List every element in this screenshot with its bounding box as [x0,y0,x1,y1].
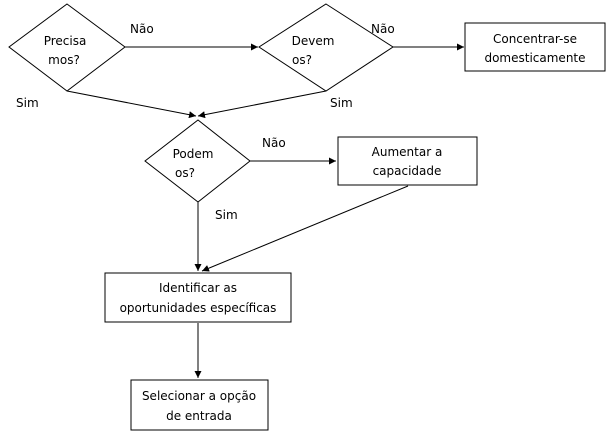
box-selecionar-opcao-entrada: Selecionar a opção de entrada [130,379,269,431]
edge-d2-to-d3 [197,90,327,119]
box-identificar-line1: Identificar as [159,281,237,295]
decision-devemos-line1: Devem [292,34,335,48]
decision-podemos-line1: Podem [173,147,214,161]
box-aumentar-line1: Aumentar a [372,145,443,159]
box-aumentar-capacidade: Aumentar a capacidade [337,136,478,186]
box-identificar-line2: oportunidades específicas [120,301,277,315]
box-selecionar-line2: de entrada [166,409,232,423]
label-d2-sim: Sim [330,96,353,110]
decision-precisamos-line1: Precisa [44,34,87,48]
box-concentrar-line2: domesticamente [484,51,585,65]
box-concentrar-line1: Concentrar-se [493,32,577,46]
decision-podemos-line2: os? [175,166,195,180]
box-selecionar-line1: Selecionar a opção [142,389,256,403]
decision-devemos: Devem os? [258,3,394,92]
edge-d1-to-d3 [66,90,197,119]
box-concentrar-domesticamente: Concentrar-se domesticamente [464,22,606,72]
label-d3-nao: Não [262,136,286,150]
decision-precisamos: Precisa mos? [8,3,126,92]
label-d1-nao: Não [130,22,154,36]
box-aumentar-line2: capacidade [373,164,442,178]
label-d1-sim: Sim [16,96,39,110]
decision-precisamos-line2: mos? [48,53,80,67]
box-identificar-oportunidades: Identificar as oportunidades específicas [104,272,292,323]
label-d2-nao: Não [371,22,395,36]
edge-b2-to-b3 [201,185,409,272]
label-d3-sim: Sim [215,208,238,222]
decision-devemos-line2: os? [292,53,312,67]
decision-podemos: Podem os? [144,119,251,203]
